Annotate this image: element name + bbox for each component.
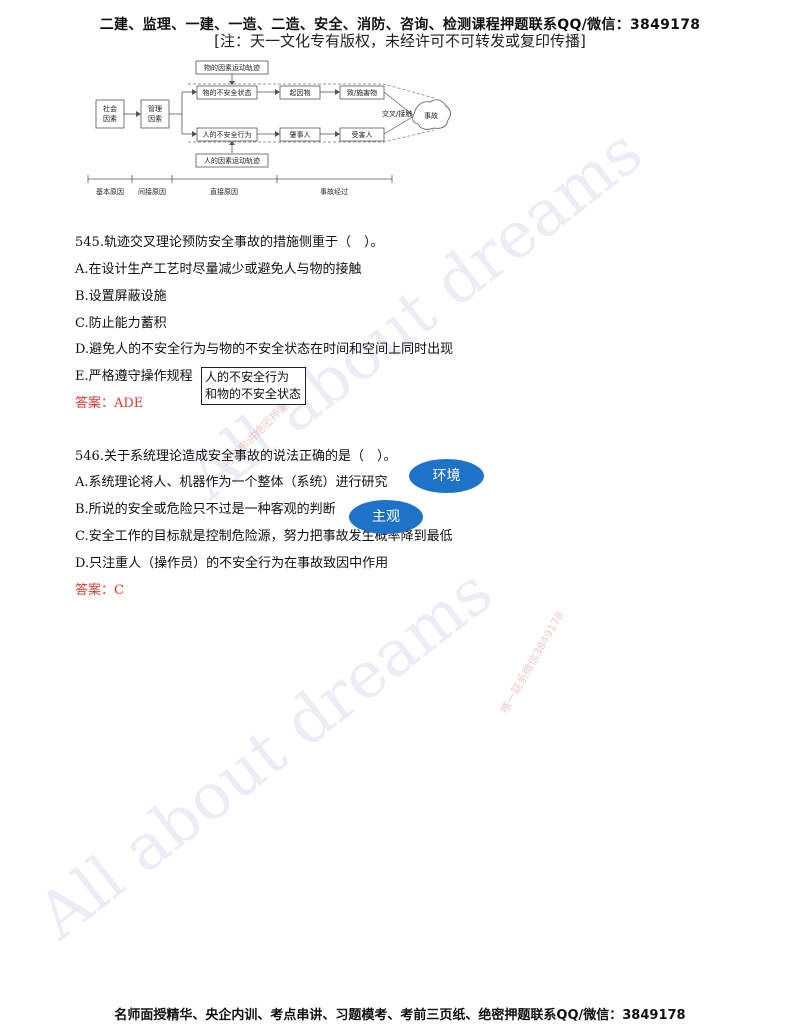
- diagram-label-accident: 事故: [424, 111, 438, 120]
- diagram-label-cause-object: 起因物: [290, 88, 311, 97]
- question-545-option-b: B.设置屏蔽设施: [75, 289, 167, 304]
- question-545-option-a: A.在设计生产工艺时尽量减少或避免人与物的接触: [75, 262, 362, 277]
- diagram-label-social-2: 因素: [103, 114, 117, 123]
- header-contact-line: 二建、监理、一建、一造、二造、安全、消防、咨询、检测课程押题联系QQ/微信：38…: [99, 17, 701, 33]
- diagram-label-mgmt-1: 管理: [148, 104, 162, 113]
- question-545-option-e: E.严格遵守操作规程: [75, 369, 193, 384]
- question-545-option-c: C.防止能力蓄积: [75, 316, 167, 331]
- question-546-option-a: A.系统理论将人、机器作为一个整体（系统）进行研究: [75, 475, 388, 490]
- annotation-bubble-subjective: 主观: [349, 500, 423, 534]
- diagram-label-human-track: 人的因素运动轨迹: [204, 156, 260, 165]
- trajectory-crossing-diagram: 社会 因素 管理 因素 物的因素运动轨迹 物的不安全状态 起因物 致/施害物: [84, 56, 454, 206]
- diagram-label-human-unsafe: 人的不安全行为: [203, 130, 252, 139]
- annotation-bubble-environment: 环境: [409, 459, 484, 493]
- footer-contact-line: 名师面授精华、央企内训、考点串讲、习题模考、考前三页纸、绝密押题联系QQ/微信：…: [114, 1008, 686, 1023]
- diagram-label-cross-contact: 交叉/接触: [382, 109, 412, 118]
- watermark-text: All about dreams: [24, 554, 507, 954]
- question-545-option-d: D.避免人的不安全行为与物的不安全状态在时间和空间上同时出现: [75, 342, 454, 357]
- diagram-axis-direct-cause: 直接原因: [210, 187, 238, 196]
- question-546-stem: 546.关于系统理论造成安全事故的说法正确的是（ ）。: [75, 449, 397, 464]
- annotation-note-line2: 和物的不安全状态: [205, 387, 302, 401]
- question-546-answer: 答案：C: [75, 583, 124, 598]
- diagram-label-object-track: 物的因素运动轨迹: [204, 63, 260, 72]
- annotation-note-line1: 人的不安全行为: [205, 370, 290, 384]
- question-546-option-c: C.安全工作的目标就是控制危险源，努力把事故发生概率降到最低: [75, 529, 453, 544]
- diagram-label-harm-object: 致/施害物: [347, 88, 377, 97]
- diagram-label-mgmt-2: 因素: [148, 114, 162, 123]
- diagram-axis-basic-cause: 基本原因: [96, 187, 124, 196]
- diagram-axis-indirect-cause: 间接原因: [138, 187, 166, 196]
- question-545-stem: 545.轨迹交叉理论预防安全事故的措施侧重于（ ）。: [75, 235, 384, 250]
- question-546-option-b: B.所说的安全或危险只不过是一种客观的判断: [75, 502, 336, 517]
- diagram-label-perpetrator: 肇事人: [290, 130, 311, 139]
- diagram-label-object-unsafe: 物的不安全状态: [203, 88, 252, 97]
- diagram-axis-accident-process: 事故经过: [320, 187, 348, 196]
- annotation-note-box: 人的不安全行为 和物的不安全状态: [201, 367, 306, 405]
- header-copyright-notice: [注：天一文化专有版权，未经许可不可转发或复印传播]: [214, 32, 586, 50]
- question-546-option-d: D.只注重人（操作员）的不安全行为在事故致因中作用: [75, 556, 389, 571]
- watermark-contact: 唯一联系微信3849178: [497, 609, 567, 716]
- diagram-label-social-1: 社会: [103, 104, 117, 113]
- diagram-box-management: [140, 99, 170, 129]
- diagram-label-victim: 受害人: [352, 130, 373, 139]
- question-545-answer: 答案：ADE: [75, 396, 144, 411]
